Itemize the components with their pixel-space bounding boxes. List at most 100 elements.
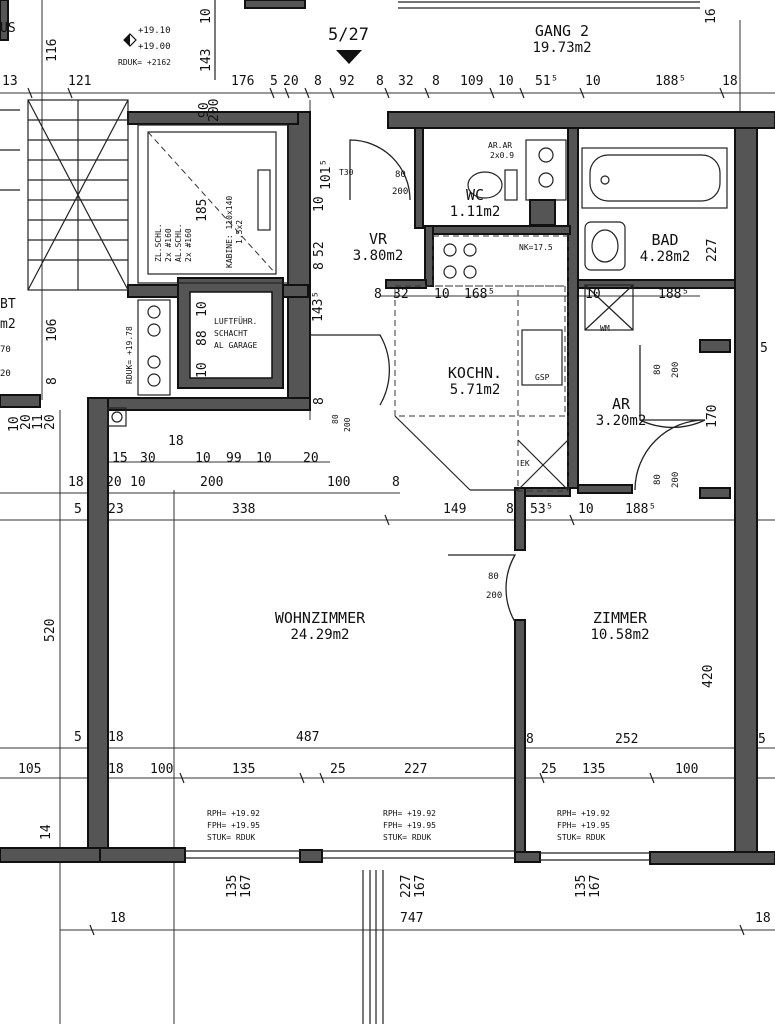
dim-right-170: 170	[705, 404, 720, 428]
dim-e-135a: 135	[232, 762, 256, 777]
level-side: RDUK= +19.78	[125, 326, 134, 384]
door-zimmer-height: 200	[486, 591, 503, 601]
dim-d-5a: 5	[74, 730, 82, 745]
dim-top-20: 20	[283, 74, 299, 89]
dim-d-8: 8	[526, 732, 534, 747]
dim-a-99: 99	[226, 451, 242, 466]
level-lower: +19.00	[138, 42, 171, 52]
dim-top-51: 51⁵	[535, 74, 559, 89]
level-upper: +19.10	[138, 26, 171, 36]
nk-label: NK=17.5	[519, 243, 553, 252]
dim-top-13: 13	[2, 74, 18, 89]
dim-a-10a: 10	[195, 451, 211, 466]
kitchen-fixtures	[394, 235, 569, 492]
wm-label: WM	[600, 324, 610, 333]
left-label-us: US	[0, 21, 16, 36]
dim-top-109: 109	[460, 74, 484, 89]
dim-win1-167: 167	[239, 874, 254, 898]
dim-right-420: 420	[701, 664, 716, 688]
dim-top-92: 92	[339, 74, 355, 89]
room-area: 19.73m2	[532, 40, 592, 56]
window-1-rph: RPH= +19.92	[207, 809, 260, 818]
windows	[185, 850, 650, 1024]
dim-c-149: 149	[443, 502, 467, 517]
door-ar-top-width: 80	[653, 364, 663, 375]
dim-mid-168: 168⁵	[464, 287, 496, 302]
dim-bottom-18b: 18	[755, 911, 771, 926]
dim-mid-10b: 10	[585, 287, 601, 302]
room-area: 5.71m2	[449, 382, 501, 398]
room-area: 24.29m2	[290, 627, 350, 643]
room-name: ZIMMER	[592, 609, 648, 627]
dim-top-8a: 8	[314, 74, 322, 89]
door-zimmer-width: 80	[488, 572, 499, 582]
dim-side-16: 16	[704, 8, 719, 24]
ar-ar-label: AR.AR	[488, 141, 513, 150]
unit-number: 5/27	[328, 25, 369, 45]
dim-mid-8: 8	[374, 287, 382, 302]
dim-left-520: 520	[43, 618, 58, 642]
elevator-shaft	[137, 124, 289, 284]
room-area: 1.11m2	[449, 204, 501, 220]
dim-c-5: 5	[74, 502, 82, 517]
dim-b-100: 100	[327, 475, 351, 490]
top-edge	[214, 0, 700, 80]
dim-elev-200: 200	[207, 98, 222, 122]
dim-c-338: 338	[232, 502, 256, 517]
dim-c-8: 8	[506, 502, 514, 517]
window-2-fph: FPH= +19.95	[383, 821, 436, 830]
dim-e-105: 105	[18, 762, 42, 777]
room-name: VR	[368, 230, 388, 248]
dim-bottom-18a: 18	[110, 911, 126, 926]
dim-a-30: 30	[140, 451, 156, 466]
left-label-bt: BT	[0, 297, 16, 312]
ek-label: EK	[520, 459, 530, 468]
dim-vr-52: 52	[312, 241, 327, 257]
dim-b-18: 18	[68, 475, 84, 490]
dim-left-14: 14	[39, 824, 54, 840]
elevator-cabin-size: 1.5x2	[235, 219, 244, 244]
window-1-fph: FPH= +19.95	[207, 821, 260, 830]
dim-shaft-10a: 10	[195, 301, 210, 317]
dim-top-8c: 8	[432, 74, 440, 89]
elevator-schl2: AL.SCHL.	[174, 223, 183, 262]
dim-e-135b: 135	[582, 762, 606, 777]
gsp-label: GSP	[535, 373, 550, 382]
room-area: 3.80m2	[352, 248, 404, 264]
window-3-stuk: STUK= RDUK	[557, 833, 606, 842]
dim-win1-135: 135	[225, 874, 240, 898]
dim-right-227: 227	[705, 238, 720, 262]
unit-marker-icon	[336, 50, 362, 64]
dim-e-100a: 100	[150, 762, 174, 777]
walls	[0, 0, 775, 865]
level-rdok: RDUK= +2162	[118, 58, 171, 67]
dim-win2-167: 167	[413, 874, 428, 898]
elevator-schl2b: 2x #160	[184, 228, 193, 262]
window-3-rph: RPH= +19.92	[557, 809, 610, 818]
door-ar-top-height: 200	[671, 361, 681, 378]
dim-top-32: 32	[398, 74, 414, 89]
dim-shaft-10b: 10	[195, 362, 210, 378]
dim-a-18: 18	[168, 434, 184, 449]
dim-a-10b: 10	[256, 451, 272, 466]
dim-top-5: 5	[270, 74, 278, 89]
dim-c-10: 10	[578, 502, 594, 517]
dim-vr-101: 101⁵	[319, 158, 334, 190]
dim-bottom-747: 747	[400, 911, 424, 926]
dim-top-10a: 10	[498, 74, 514, 89]
door-vr-height: 200	[343, 417, 352, 432]
room-area: 10.58m2	[590, 627, 650, 643]
window-1-stuk: STUK= RDUK	[207, 833, 256, 842]
door-wc-height: 200	[392, 187, 409, 197]
bath-fixtures	[581, 147, 728, 331]
dim-c-23: 23	[108, 502, 124, 517]
dim-e-25a: 25	[330, 762, 346, 777]
dim-vr-8: 8	[312, 397, 327, 405]
dim-d-487: 487	[296, 730, 320, 745]
dim-e-25b: 25	[541, 762, 557, 777]
door-ar-bottom-width: 80	[653, 474, 663, 485]
door-wc-width: 80	[395, 170, 406, 180]
